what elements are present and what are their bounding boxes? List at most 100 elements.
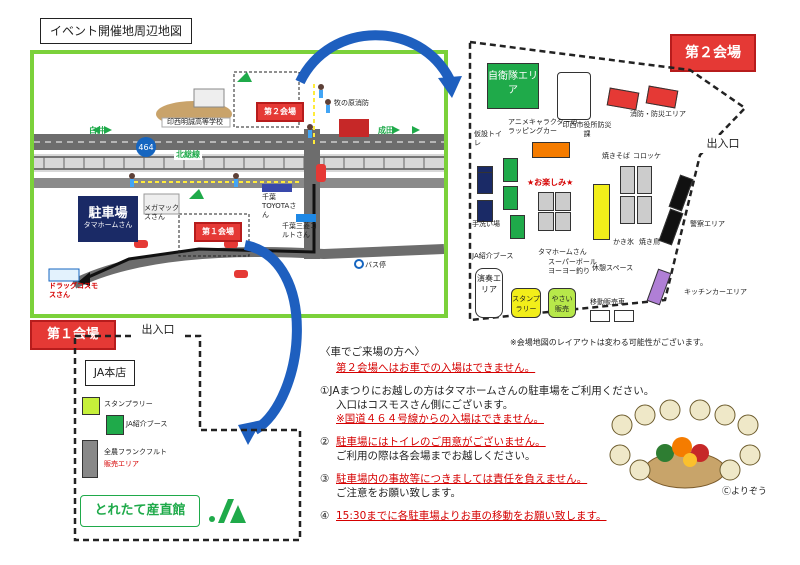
railway-label: 北総線 bbox=[174, 150, 202, 160]
venue2-map-area bbox=[233, 71, 300, 128]
frankfurt-label: 全農フランクフルト bbox=[104, 448, 167, 456]
yakitori-label: 焼き鳥 bbox=[639, 238, 660, 246]
fun-booth-1 bbox=[538, 192, 554, 211]
note-2b: 駐車場にはトイレのご用意がございません。 bbox=[336, 436, 546, 448]
venue1-tag: 第１会場 bbox=[30, 320, 116, 350]
mobile-shop-2 bbox=[614, 310, 634, 322]
fun-booth-4 bbox=[555, 212, 571, 231]
ja-booth-marker bbox=[106, 415, 124, 435]
kakigori-label: かき氷 bbox=[613, 238, 634, 246]
toilet-2 bbox=[477, 172, 493, 194]
route-464-label: 464 bbox=[138, 143, 153, 152]
note-0: 第２会場へはお車での入場はできません。 bbox=[336, 362, 536, 374]
route-path bbox=[83, 184, 316, 281]
layout-note: ※会場地図のレイアウトは変わる可能性がございます。 bbox=[510, 338, 708, 347]
sales-area-label: 販売エリア bbox=[104, 460, 139, 468]
fire-station bbox=[339, 119, 369, 137]
ja-logo bbox=[209, 499, 246, 523]
venue1-entrance: 出入口 bbox=[135, 320, 181, 340]
korokke-label: コロッケ bbox=[633, 152, 661, 160]
venue2-tag: 第２会場 bbox=[670, 34, 756, 72]
arrow-to-venue2 bbox=[295, 30, 455, 85]
venue1-map-area bbox=[178, 213, 250, 257]
superball-label: スーパーボールヨーヨー釣り bbox=[548, 258, 597, 275]
frankfurt-marker bbox=[82, 440, 98, 478]
vegetable-sales: やさい販売 bbox=[548, 288, 576, 318]
ja-booth-1 bbox=[503, 158, 518, 182]
fun-booth-3 bbox=[538, 212, 554, 231]
fire-training-label: 牧の原消防 bbox=[334, 99, 369, 107]
venue1-ja-booth-label: JA紹介ブース bbox=[126, 420, 168, 428]
mobile-shop-1 bbox=[590, 310, 610, 322]
area-map: 464 白井 成田 北総線 印西明誠高等学校 牧の原消防 第２会場 第１会場 駐… bbox=[30, 50, 448, 318]
map-parking-sign: 駐車場 タマホームさん bbox=[78, 196, 138, 242]
railway-band bbox=[34, 154, 444, 172]
note-2c: ご利用の際は各会場までお越しください。 bbox=[336, 450, 536, 462]
toyota-label: 千葉TOYOTAさん bbox=[262, 193, 297, 219]
toilet-3 bbox=[477, 200, 493, 222]
note-2-number: ② bbox=[320, 436, 330, 448]
tamahome-label: タマホームさん bbox=[538, 248, 587, 256]
road-label-shiroi: 白井 bbox=[89, 126, 105, 135]
page-title: イベント開催地周辺地図 bbox=[40, 18, 192, 44]
note-4-number: ④ bbox=[320, 510, 330, 522]
notes-header: 〈車でご来場の方へ〉 bbox=[320, 346, 425, 358]
route-464-sign bbox=[136, 137, 156, 157]
temp-toilet-label: 仮設トイレ bbox=[474, 130, 502, 147]
anime-car-label: アニメキャラクターのラッピングカー bbox=[508, 118, 578, 135]
kitchen-car-label: キッチンカーエリア bbox=[684, 288, 747, 296]
vertical-road bbox=[304, 129, 320, 259]
arrow-to-venue1 bbox=[243, 240, 302, 435]
fire-area-label: 消防・防災エリア bbox=[630, 110, 686, 118]
food-booth-3 bbox=[620, 196, 635, 224]
note-3b: 駐車場内の事故等につきましては責任を負えません。 bbox=[336, 473, 588, 485]
parking-sub-label: タマホームさん bbox=[83, 221, 133, 229]
note-4b: 15:30までに各駐車場よりお車の移動をお願い致します。 bbox=[336, 510, 607, 522]
food-booth-4 bbox=[637, 196, 652, 224]
megamax-label: メガマックスさん bbox=[144, 204, 179, 221]
school-building bbox=[193, 88, 225, 108]
mascot-illustration bbox=[609, 399, 761, 489]
handwash-label: 手洗い場 bbox=[472, 220, 500, 228]
stamp-rally-venue2: スタンプラリー bbox=[511, 288, 541, 318]
parking-label: 駐車場 bbox=[88, 206, 128, 221]
anime-car bbox=[532, 142, 570, 158]
drug-label: ドラッグコスモスさん bbox=[49, 282, 98, 299]
venue1-stamp-label: スタンプラリー bbox=[104, 400, 153, 408]
credit: Ⓒよりぞう bbox=[722, 487, 767, 497]
fun-booth-2 bbox=[555, 192, 571, 211]
map-venue2-tag: 第２会場 bbox=[256, 102, 304, 122]
ja-booth-3 bbox=[510, 215, 525, 239]
ja-booth-2 bbox=[503, 186, 518, 210]
note-1a: ①JAまつりにお越しの方はタマホームさんの駐車場をご利用ください。 bbox=[320, 385, 655, 397]
venue2-entrance: 出入口 bbox=[700, 135, 746, 153]
bus-stop-label: バス停 bbox=[365, 261, 386, 269]
performance-area: 演奏エリア bbox=[475, 268, 503, 318]
rest-space bbox=[593, 184, 610, 240]
rest-space-label: 休憩スペース bbox=[592, 264, 634, 272]
area-map-svg: 464 bbox=[34, 71, 444, 289]
ja-honten: JA本店 bbox=[85, 360, 135, 386]
note-1b: 入口はコスモスさん側にございます。 bbox=[336, 399, 514, 411]
food-booth-1 bbox=[620, 166, 635, 194]
yakisoba-label: 焼きそば bbox=[602, 152, 630, 160]
police-area-label: 警察エリア bbox=[690, 220, 725, 228]
shop-name: とれたて産直館 bbox=[80, 495, 200, 527]
inzai-office-label: 印西市役所防災課 bbox=[562, 121, 612, 138]
sdf-area: 自衛隊エリア bbox=[487, 63, 539, 109]
stamp-rally-marker bbox=[82, 397, 100, 415]
inzai-office-tent bbox=[557, 72, 591, 120]
road-label-narita: 成田 bbox=[378, 126, 394, 135]
note-1c: ※国道４６４号線からの入場はできません。 bbox=[336, 413, 544, 425]
note-3c: ご注意をお願い致します。 bbox=[336, 487, 461, 499]
fun-label: ★お楽しみ★ bbox=[527, 178, 574, 187]
map-venue1-tag: 第１会場 bbox=[194, 222, 242, 242]
note-3-number: ③ bbox=[320, 473, 330, 485]
ja-booth-label: JA紹介ブース bbox=[472, 252, 514, 260]
school-label: 印西明誠高等学校 bbox=[167, 118, 223, 126]
food-booth-2 bbox=[637, 166, 652, 194]
corolla-label: 千葉三菱コルトさん bbox=[282, 222, 317, 239]
